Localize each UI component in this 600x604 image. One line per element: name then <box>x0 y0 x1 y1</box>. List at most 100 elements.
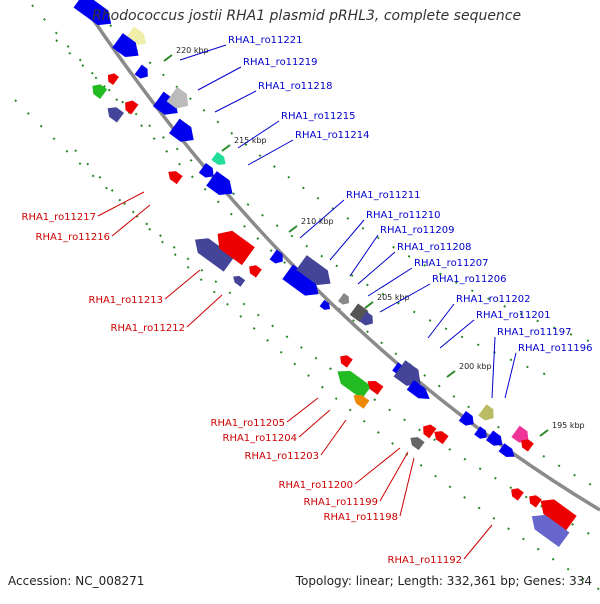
kbp-tick-label: 215 kbp <box>234 136 267 145</box>
sequence-backbone <box>78 0 600 512</box>
leader-line-forward-8 <box>349 234 379 277</box>
leader-line-forward-3 <box>214 90 257 113</box>
gene-label-forward: RHA1_ro11214 <box>295 130 370 141</box>
reverse-gene-arrow-33 <box>353 395 370 409</box>
forward-gene-arrow-26 <box>359 311 373 326</box>
leader-line-reverse-1 <box>97 191 145 217</box>
forward-gene-arrow-12 <box>211 151 226 165</box>
kbp-tick-2 <box>221 144 231 152</box>
map-title: Rhodococcus jostii RHA1 plasmid pRHL3, c… <box>92 8 522 24</box>
reverse-gene-arrow-43 <box>521 439 534 452</box>
kbp-tick-label: 220 kbp <box>176 46 209 55</box>
forward-gene-arrow-29 <box>406 380 430 400</box>
forward-gene-arrow-40 <box>486 430 503 446</box>
forward-gene-arrow-28 <box>393 360 421 386</box>
reverse-gene-arrow-30 <box>340 355 353 368</box>
reverse-gene-arrow-7 <box>107 107 124 123</box>
gene-label-reverse: RHA1_ro11216 <box>36 232 111 243</box>
forward-gene-arrow-20 <box>269 249 283 264</box>
leader-line-forward-1 <box>179 44 227 61</box>
reverse-gene-arrow-46 <box>540 499 577 531</box>
leader-line-forward-6 <box>299 199 345 239</box>
gene-label-forward: RHA1_ro11221 <box>228 35 303 46</box>
kbp-tick-5 <box>446 370 456 378</box>
kbp-tick-label: 200 kbp <box>459 362 492 371</box>
leader-line-reverse-4 <box>186 294 223 328</box>
leader-line-reverse-3 <box>164 269 201 300</box>
gene-label-reverse: RHA1_ro11198 <box>324 512 399 523</box>
reverse-gene-arrow-8 <box>125 100 139 115</box>
forward-gene-arrow-41 <box>498 443 515 457</box>
leader-line-reverse-11 <box>463 524 493 560</box>
gene-label-reverse: RHA1_ro11212 <box>111 323 186 334</box>
forward-gene-arrow-42 <box>511 425 529 443</box>
reverse-gene-arrow-15 <box>168 171 183 185</box>
reverse-gene-arrow-31 <box>337 370 372 400</box>
leader-line-forward-9 <box>357 251 396 285</box>
forward-gene-arrow-14 <box>206 171 233 196</box>
forward-gene-arrow-13 <box>198 163 214 178</box>
reverse-gene-arrow-19 <box>249 265 262 278</box>
kbp-tick-label: 205 kbp <box>377 293 410 302</box>
gene-label-forward: RHA1_ro11210 <box>366 210 441 221</box>
kbp-tick-6 <box>539 429 549 437</box>
forward-gene-arrow-39 <box>474 426 487 439</box>
reverse-gene-arrow-45 <box>529 495 542 508</box>
gene-label-forward: RHA1_ro11197 <box>497 327 572 338</box>
forward-gene-arrow-23 <box>319 299 331 310</box>
topology-summary: Topology: linear; Length: 332,361 bp; Ge… <box>295 574 592 588</box>
leader-line-forward-12 <box>427 303 455 339</box>
leader-line-forward-4 <box>237 120 280 149</box>
gene-label-forward: RHA1_ro11218 <box>258 81 333 92</box>
gene-label-forward: RHA1_ro11207 <box>414 258 489 269</box>
leader-line-forward-5 <box>247 139 294 166</box>
gene-label-forward: RHA1_ro11202 <box>456 294 531 305</box>
track-ring-5 <box>74 149 600 591</box>
forward-gene-arrow-38 <box>478 404 494 421</box>
gene-label-reverse: RHA1_ro11192 <box>388 555 463 566</box>
gene-label-reverse: RHA1_ro11203 <box>245 451 320 462</box>
reverse-gene-arrow-34 <box>410 437 425 451</box>
reverse-gene-arrow-16 <box>195 238 235 272</box>
gene-label-reverse: RHA1_ro11199 <box>304 497 379 508</box>
forward-gene-arrow-3 <box>112 33 139 58</box>
reverse-gene-arrow-17 <box>217 230 255 266</box>
track-ring-2 <box>55 39 561 381</box>
gene-label-forward: RHA1_ro11208 <box>397 242 472 253</box>
forward-gene-arrow-11 <box>169 118 194 142</box>
leader-line-forward-11 <box>379 283 431 313</box>
kbp-tick-4 <box>364 301 374 309</box>
reverse-gene-arrow-44 <box>511 488 524 501</box>
gene-label-forward: RHA1_ro11219 <box>243 57 318 68</box>
reverse-gene-arrow-6 <box>107 73 119 85</box>
reverse-gene-arrow-5 <box>92 84 108 99</box>
leader-line-reverse-10 <box>399 457 415 517</box>
forward-gene-arrow-37 <box>458 411 474 426</box>
forward-gene-arrow-4 <box>134 64 148 79</box>
forward-gene-arrow-1 <box>73 0 112 26</box>
leader-line-reverse-8 <box>354 447 401 485</box>
leader-line-reverse-9 <box>379 451 409 502</box>
forward-gene-arrow-10 <box>166 86 189 109</box>
reverse-gene-arrow-18 <box>233 276 246 287</box>
gene-label-forward: RHA1_ro11211 <box>346 190 421 201</box>
reverse-gene-arrow-47 <box>531 514 570 548</box>
leader-line-forward-10 <box>367 267 413 297</box>
reverse-gene-arrow-36 <box>434 431 449 445</box>
leader-line-forward-2 <box>197 66 242 91</box>
leader-line-forward-15 <box>504 352 517 399</box>
forward-gene-arrow-22 <box>296 255 331 285</box>
gene-label-reverse: RHA1_ro11205 <box>211 418 286 429</box>
forward-gene-arrow-21 <box>282 264 319 296</box>
reverse-gene-arrow-32 <box>367 381 384 395</box>
leader-line-forward-7 <box>329 219 365 261</box>
gene-label-forward: RHA1_ro11215 <box>281 111 356 122</box>
forward-gene-arrow-9 <box>153 91 178 115</box>
leader-line-reverse-6 <box>298 409 331 438</box>
gene-label-reverse: RHA1_ro11217 <box>22 212 97 223</box>
leader-line-forward-13 <box>439 319 475 349</box>
leader-line-reverse-7 <box>320 419 347 456</box>
kbp-tick-1 <box>163 54 173 62</box>
